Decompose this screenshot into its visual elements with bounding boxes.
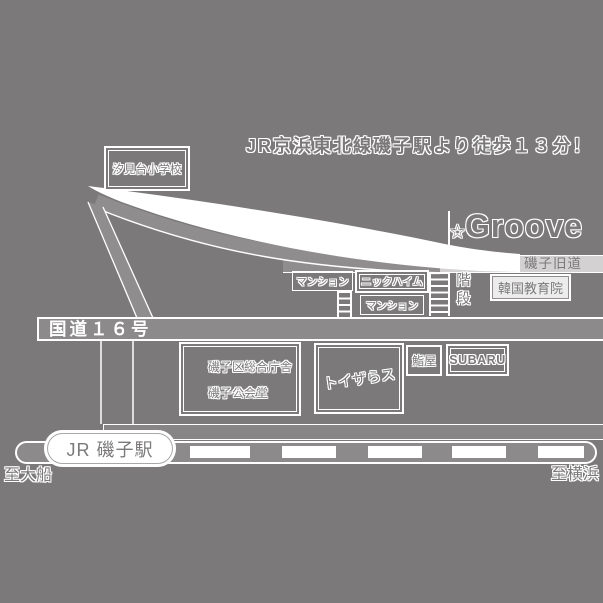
stairs-large-icon (429, 272, 450, 316)
sushi-shop-label: 鮨屋 (411, 354, 436, 368)
stairs-label: 階段 (454, 272, 470, 309)
station-front-road (103, 424, 603, 440)
diagonal-road-edge-right (102, 206, 154, 319)
mansion-lower-label: マンション (365, 299, 419, 312)
railway-dash (368, 446, 422, 458)
subaru-box: SUBARU (446, 344, 509, 376)
nickheim-box: ニックハイム (355, 270, 429, 293)
station-name: JR 磯子駅 (66, 439, 154, 460)
walk-note: JR京浜東北線磯子駅より徒歩１３分！ (246, 136, 593, 156)
stairs-small-icon (337, 291, 352, 317)
nickheim-label: ニックハイム (360, 276, 424, 288)
ward-office-box: 磯子区総合庁舎 磯子公会堂 (179, 342, 301, 416)
school-label: 汐見台小学校 (112, 163, 182, 176)
korean-institute-box: 韓国教育院 (490, 274, 571, 301)
korean-institute-label: 韓国教育院 (497, 281, 563, 296)
mansion-upper-label: マンション (296, 275, 349, 288)
railway-dash (282, 446, 336, 458)
toysrus-label: トイザらス (322, 367, 397, 393)
mansion-lower-box: マンション (360, 295, 424, 315)
subaru-label: SUBARU (449, 353, 506, 367)
direction-ofuna: 至大船 (4, 467, 53, 484)
mansion-upper-box: マンション (292, 271, 353, 291)
swoosh-road (88, 186, 520, 272)
diagonal-road (88, 202, 153, 318)
school-box: 汐見台小学校 (104, 146, 190, 191)
toysrus-box: トイザらス (314, 343, 404, 414)
direction-yokohama: 至横浜 (551, 466, 600, 483)
route16-road: 国道１６号 (37, 317, 603, 341)
station-badge: JR 磯子駅 (44, 430, 176, 467)
sushi-shop-box: 鮨屋 (406, 345, 442, 376)
public-hall-label: 磯子公会堂 (208, 385, 269, 400)
railway-dash (538, 446, 584, 458)
ward-office-label: 磯子区総合庁舎 (208, 359, 293, 374)
star-icon: ☆ (449, 222, 467, 243)
railway-dash (452, 446, 506, 458)
railway-dash (190, 446, 250, 458)
old-road-label: 磯子旧道 (524, 256, 582, 271)
diagonal-road-edge-left (87, 201, 138, 319)
old-road-curve (93, 194, 441, 275)
groove-logo-text: Groove (465, 208, 584, 244)
route16-label: 国道１６号 (49, 319, 152, 339)
